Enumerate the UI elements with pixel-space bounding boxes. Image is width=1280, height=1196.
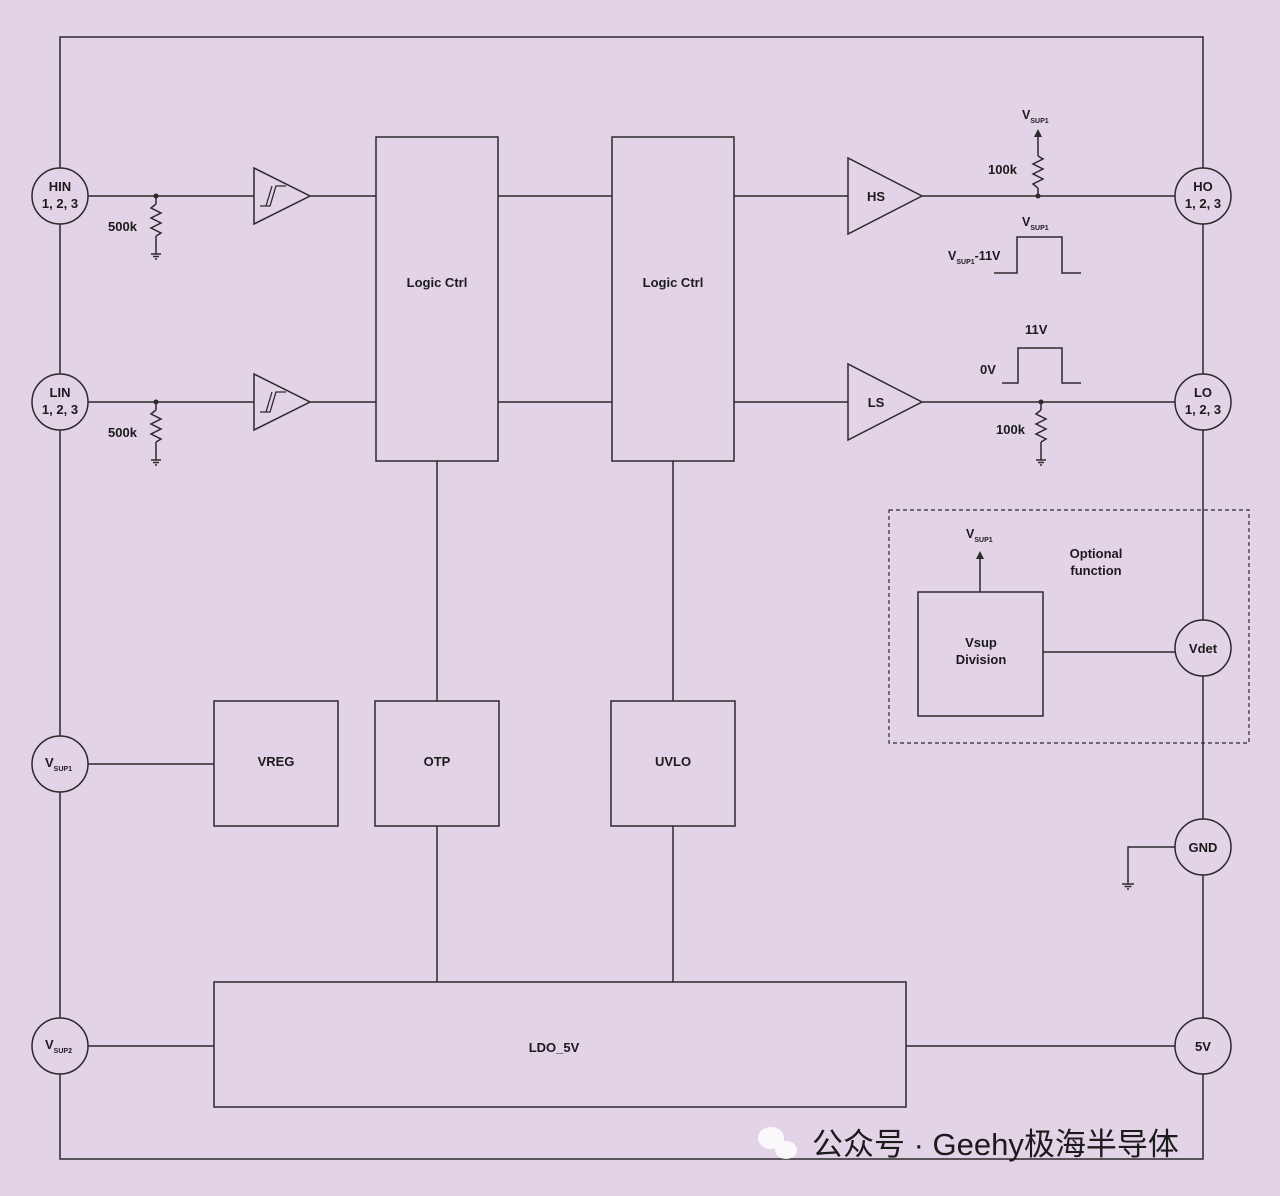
- pin-vdet: [1174, 619, 1232, 677]
- ground-symbol: [1122, 846, 1175, 890]
- ldo-label: LDO_5V: [529, 1040, 580, 1055]
- uvlo-block: [610, 700, 736, 827]
- pin-lo-name: LO: [1194, 385, 1212, 400]
- optional-label-line2: function: [1070, 563, 1121, 578]
- vreg-block: [213, 700, 339, 827]
- pin-lin-name: LIN: [50, 385, 71, 400]
- vreg-label: VREG: [258, 754, 295, 769]
- ho-pulse-waveform: [994, 236, 1081, 274]
- watermark-text: 公众号 · Geehy极海半导体: [812, 1127, 1179, 1162]
- pin-hin-channels: 1, 2, 3: [42, 196, 78, 211]
- pin-vsup1: [31, 735, 89, 793]
- lin-resistor-value: 500k: [108, 425, 138, 440]
- ls-driver: [847, 362, 924, 442]
- lo-pulldown-resistor: [1034, 402, 1048, 466]
- vsup1-arrow-icon: [976, 551, 984, 559]
- chip-outline: [59, 36, 1204, 1160]
- logic-ctrl-1-label: Logic Ctrl: [407, 275, 468, 290]
- pin-5v: [1174, 1017, 1232, 1075]
- pin-lin: [31, 373, 89, 431]
- vdiv-supply-label: VSUP1: [966, 527, 993, 544]
- pin-vdet-label: Vdet: [1189, 641, 1218, 656]
- vsup-division-label-line1: Vsup: [965, 635, 997, 650]
- pin-lo: [1174, 373, 1232, 431]
- pin-vsup1-label: VSUP1: [45, 755, 72, 773]
- pin-vsup2: [31, 1017, 89, 1075]
- pin-5v-label: 5V: [1195, 1039, 1211, 1054]
- pin-ho-name: HO: [1193, 179, 1213, 194]
- pin-ho: [1174, 167, 1232, 225]
- pin-hin-name: HIN: [49, 179, 71, 194]
- pin-hin: [31, 167, 89, 225]
- ho-resistor-value: 100k: [988, 162, 1018, 177]
- vsup-division-label-line2: Division: [956, 652, 1007, 667]
- ho-high-level-label: VSUP1: [1022, 215, 1049, 232]
- lo-high-level-label: 11V: [1025, 322, 1048, 337]
- ls-label: LS: [868, 395, 885, 410]
- ho-low-level-label: VSUP1-11V: [948, 249, 1001, 266]
- schmitt-buffer-lin: [253, 372, 312, 432]
- pin-lin-channels: 1, 2, 3: [42, 402, 78, 417]
- pin-gnd: [1174, 818, 1232, 876]
- hin-pulldown-resistor: [149, 196, 163, 260]
- hs-driver: [847, 156, 924, 236]
- ho-pullup-supply-label: VSUP1: [1022, 108, 1049, 125]
- vsup1-arrow-icon: [1034, 129, 1042, 137]
- logic-ctrl-block-2: [611, 136, 735, 462]
- lin-pulldown-resistor: [149, 402, 163, 466]
- optional-function-region: [888, 509, 1250, 744]
- hs-label: HS: [867, 189, 885, 204]
- pin-gnd-label: GND: [1189, 840, 1218, 855]
- pin-ho-channels: 1, 2, 3: [1185, 196, 1221, 211]
- ldo-block: [213, 981, 907, 1108]
- wechat-icon: [758, 1127, 797, 1159]
- otp-block: [374, 700, 500, 827]
- lo-low-level-label: 0V: [980, 362, 996, 377]
- pin-vsup2-label: VSUP2: [45, 1037, 72, 1055]
- optional-label-line1: Optional: [1070, 546, 1123, 561]
- schmitt-buffer-hin: [253, 166, 312, 226]
- otp-label: OTP: [424, 754, 451, 769]
- hin-resistor-value: 500k: [108, 219, 138, 234]
- lo-pulse-waveform: [1002, 347, 1081, 384]
- logic-ctrl-block-1: [375, 136, 499, 462]
- uvlo-label: UVLO: [655, 754, 691, 769]
- logic-ctrl-2-label: Logic Ctrl: [643, 275, 704, 290]
- lo-resistor-value: 100k: [996, 422, 1026, 437]
- pin-lo-channels: 1, 2, 3: [1185, 402, 1221, 417]
- ho-pullup-resistor: [1031, 136, 1045, 196]
